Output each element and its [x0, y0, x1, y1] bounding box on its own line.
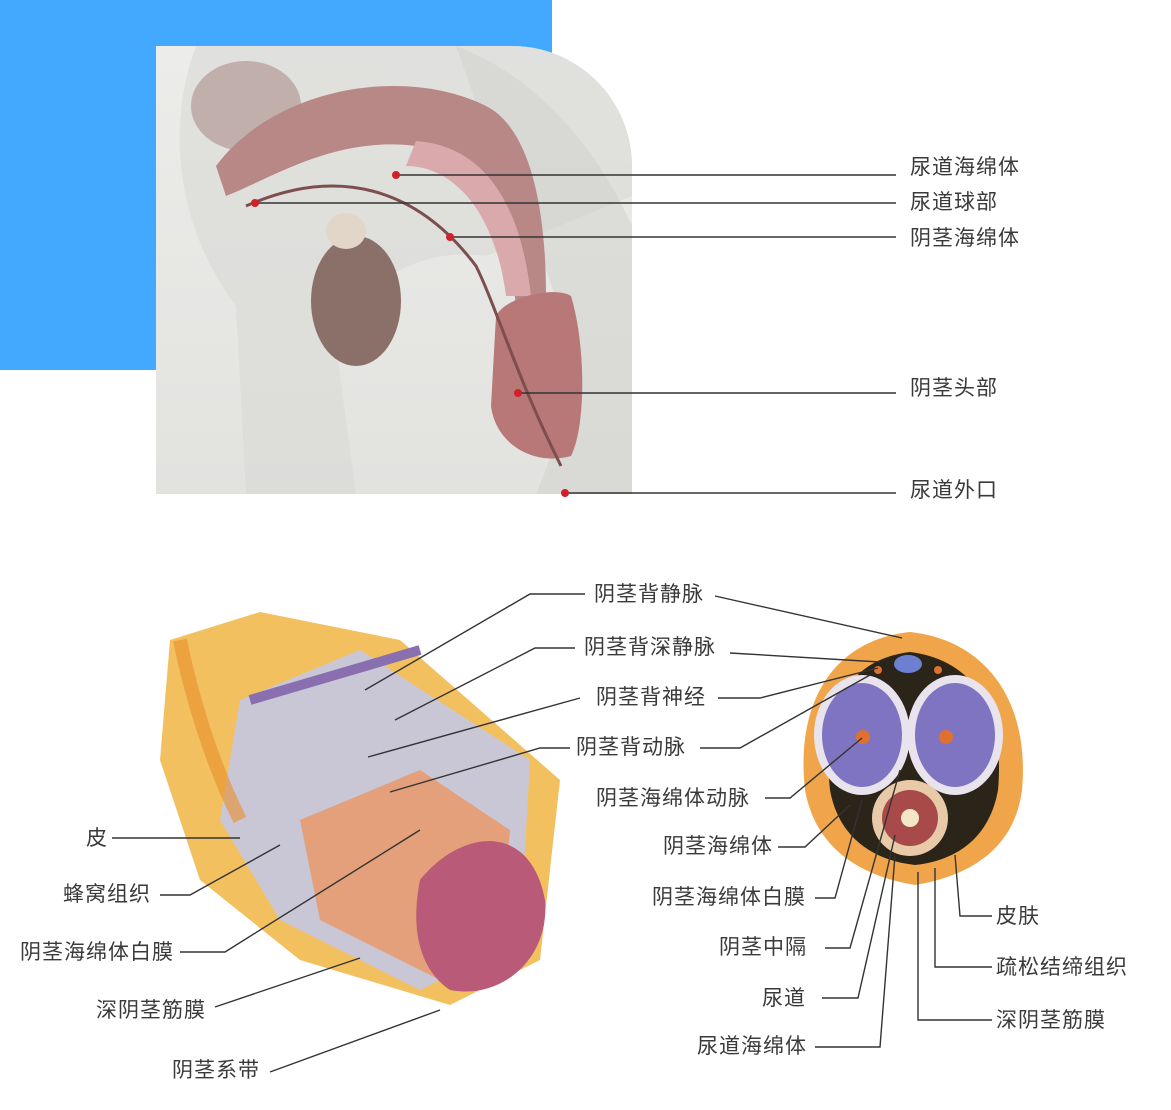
label-corpus-cavernosum: 阴茎海绵体 [910, 226, 1020, 250]
label-deep-fascia-left: 深阴茎筋膜 [96, 998, 206, 1022]
label-skin-section: 皮肤 [996, 904, 1040, 928]
label-frenulum: 阴茎系带 [172, 1058, 260, 1082]
label-skin: 皮 [86, 826, 108, 850]
label-corpus-spongiosum: 尿道海绵体 [910, 155, 1020, 179]
label-deep-fascia-section: 深阴茎筋膜 [996, 1008, 1106, 1032]
top-anatomy-illustration [179, 46, 632, 494]
label-tunica-albuginea-left: 阴茎海绵体白膜 [20, 940, 174, 964]
label-cavernous-artery: 阴茎海绵体动脉 [596, 786, 750, 810]
top-anatomy-panel [156, 46, 632, 494]
label-corpus-spongiosum-section: 尿道海绵体 [697, 1034, 807, 1058]
label-areolar-tissue: 蜂窝组织 [63, 882, 151, 906]
label-tunica-albuginea-section: 阴茎海绵体白膜 [652, 885, 806, 909]
label-dorsal-artery: 阴茎背动脉 [576, 735, 686, 759]
label-loose-connective-tissue: 疏松结缔组织 [996, 955, 1128, 979]
label-dorsal-vein: 阴茎背静脉 [594, 582, 704, 606]
label-septum: 阴茎中隔 [719, 935, 807, 959]
label-deep-dorsal-vein: 阴茎背深静脉 [584, 635, 716, 659]
label-glans: 阴茎头部 [910, 376, 998, 400]
label-corpus-cavernosum-section: 阴茎海绵体 [663, 834, 773, 858]
label-external-urethral-orifice: 尿道外口 [910, 478, 998, 502]
label-urethra: 尿道 [762, 986, 806, 1010]
label-dorsal-nerve: 阴茎背神经 [596, 685, 706, 709]
label-urethral-bulb: 尿道球部 [910, 190, 998, 214]
